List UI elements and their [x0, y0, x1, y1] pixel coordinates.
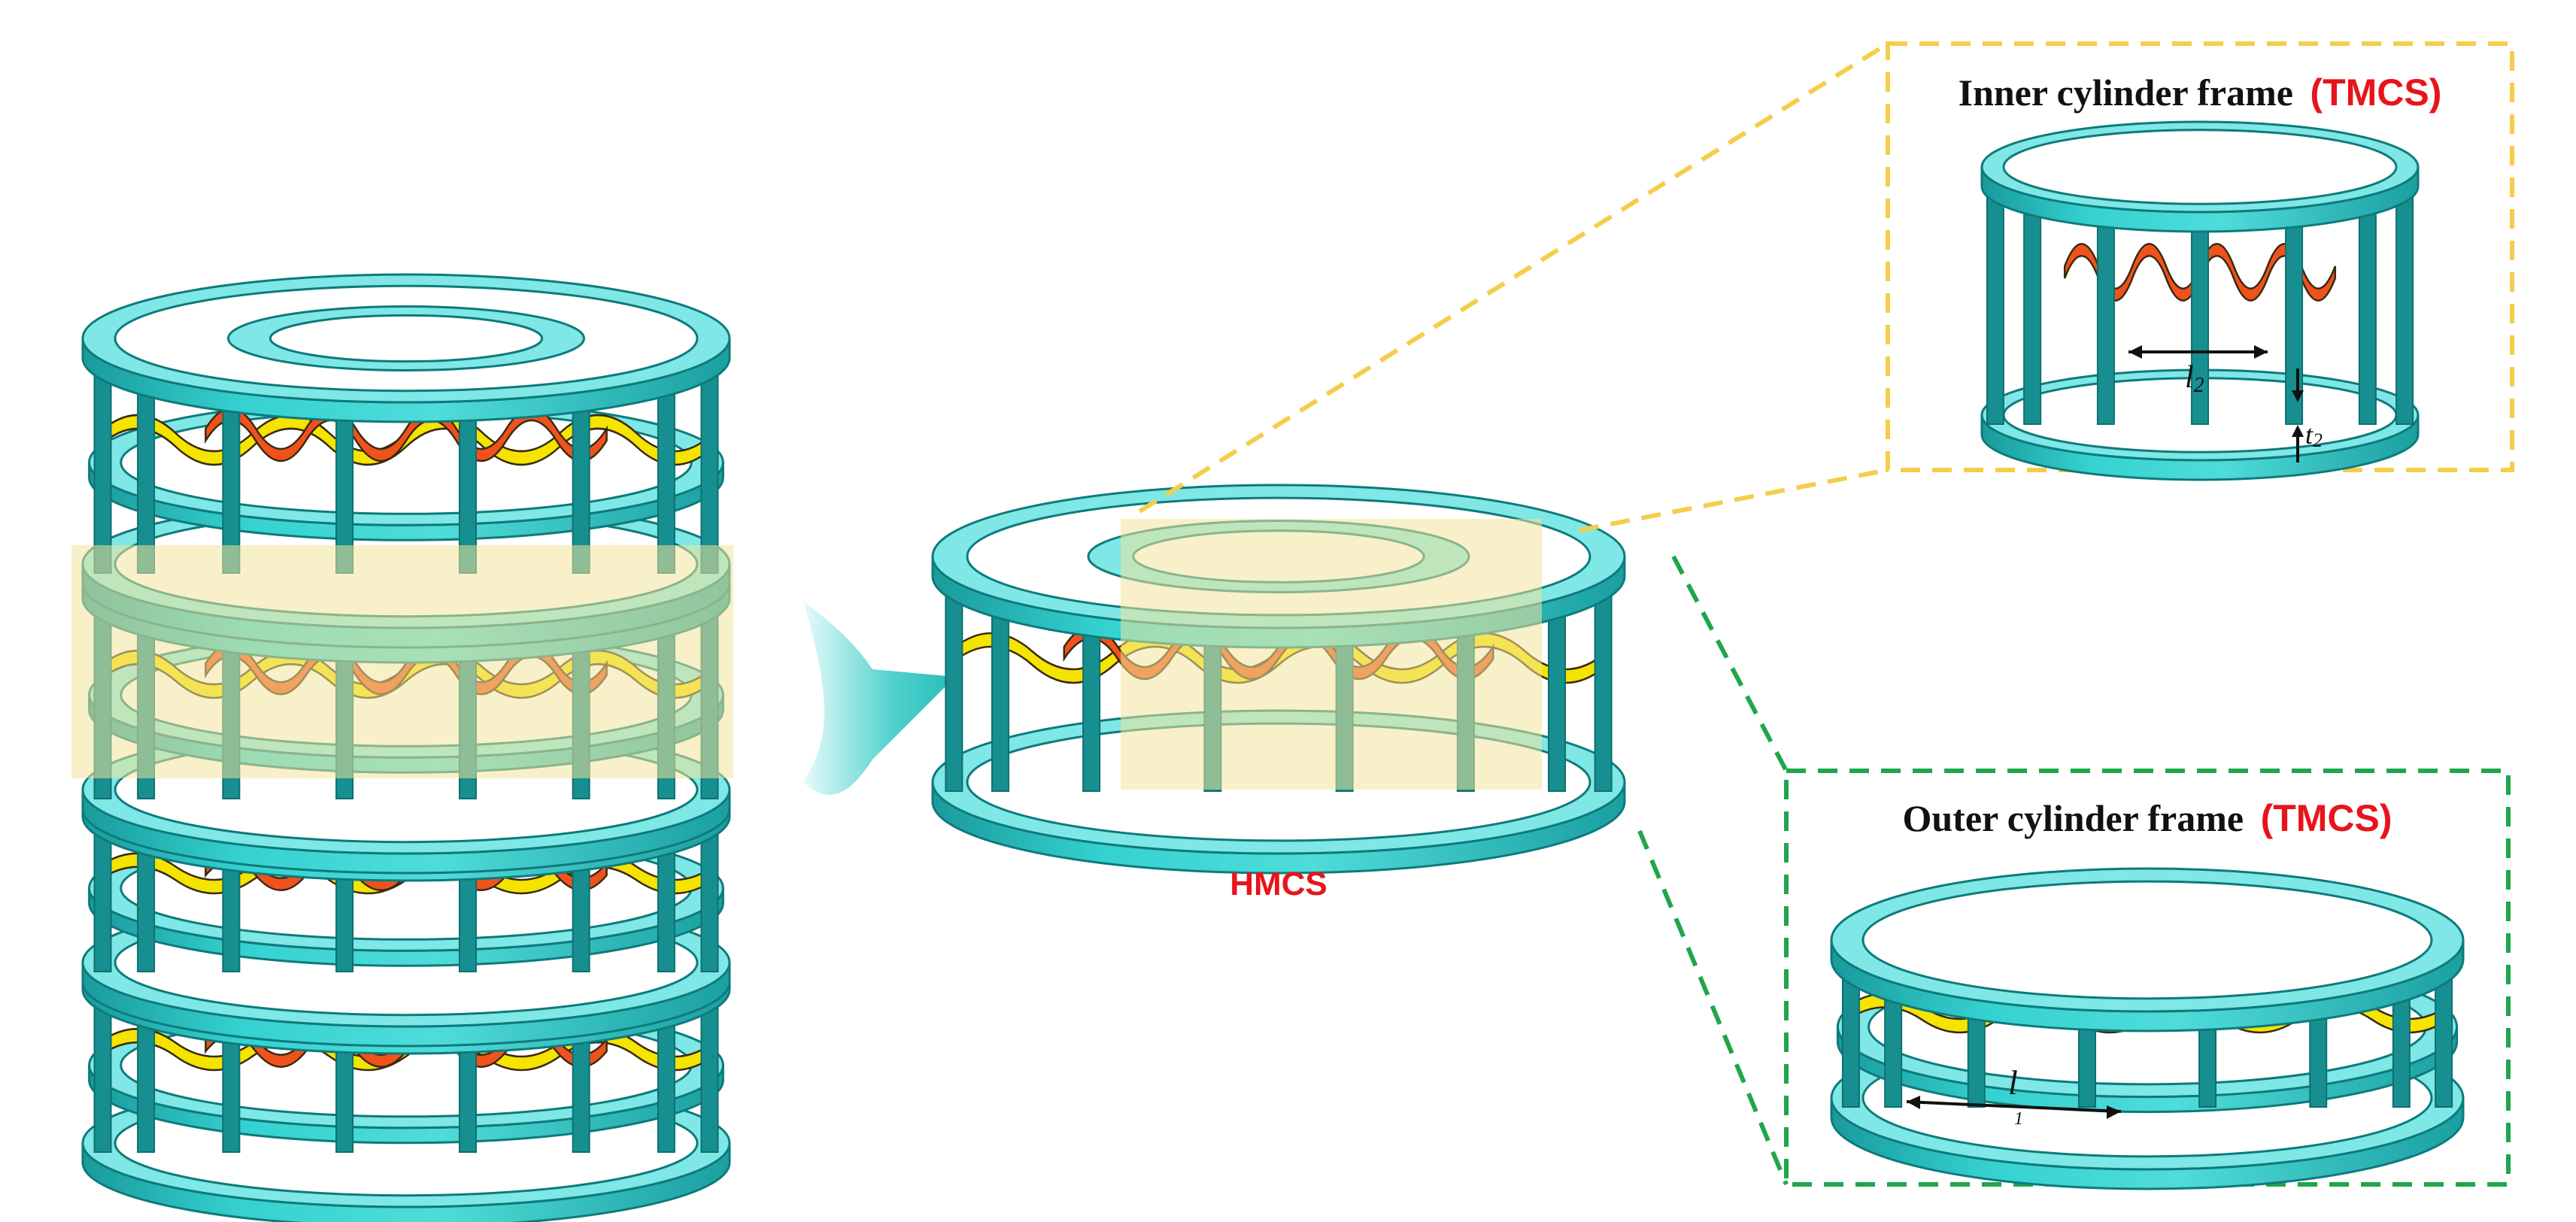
hmcs-unit: [931, 484, 1626, 875]
svg-text:l: l: [2008, 1063, 2018, 1102]
connector-line-inner-top: [1138, 41, 1889, 514]
right-arrow-icon: [803, 602, 955, 795]
outer-frame-title: Outer cylinder frame (TMCS): [1902, 797, 2392, 839]
svg-text:l2: l2: [2185, 360, 2204, 397]
stacked-hmcs-column: [71, 273, 733, 1222]
inner-length-dimension: l2: [2128, 345, 2268, 397]
hmcs-label: HMCS: [1230, 866, 1327, 902]
inner-post: [1986, 175, 2004, 425]
inner-thickness-dimension: t2: [2292, 368, 2323, 462]
outer-length-dimension: l 1: [1906, 1063, 2122, 1129]
connector-line-inner-bottom: [1579, 468, 1889, 532]
svg-text:t2: t2: [2305, 420, 2323, 451]
outer-cylinder-frame: [1830, 867, 2465, 1190]
connector-line-outer-top: [1671, 555, 1789, 772]
inner-frame-title: Inner cylinder frame (TMCS): [1959, 71, 2442, 114]
inner-cylinder-frame: [1980, 120, 2420, 481]
svg-text:1: 1: [2014, 1109, 2023, 1129]
outer-top-ring-hole: [1861, 880, 2433, 1000]
connector-line-outer-bottom: [1637, 829, 1789, 1186]
inner-post: [2395, 175, 2414, 425]
stack-unit-1-inner-hole: [269, 314, 544, 363]
hmcs-highlight: [1121, 519, 1542, 790]
highlight-band: [71, 545, 733, 778]
inner-top-ring-hole: [2002, 129, 2398, 205]
